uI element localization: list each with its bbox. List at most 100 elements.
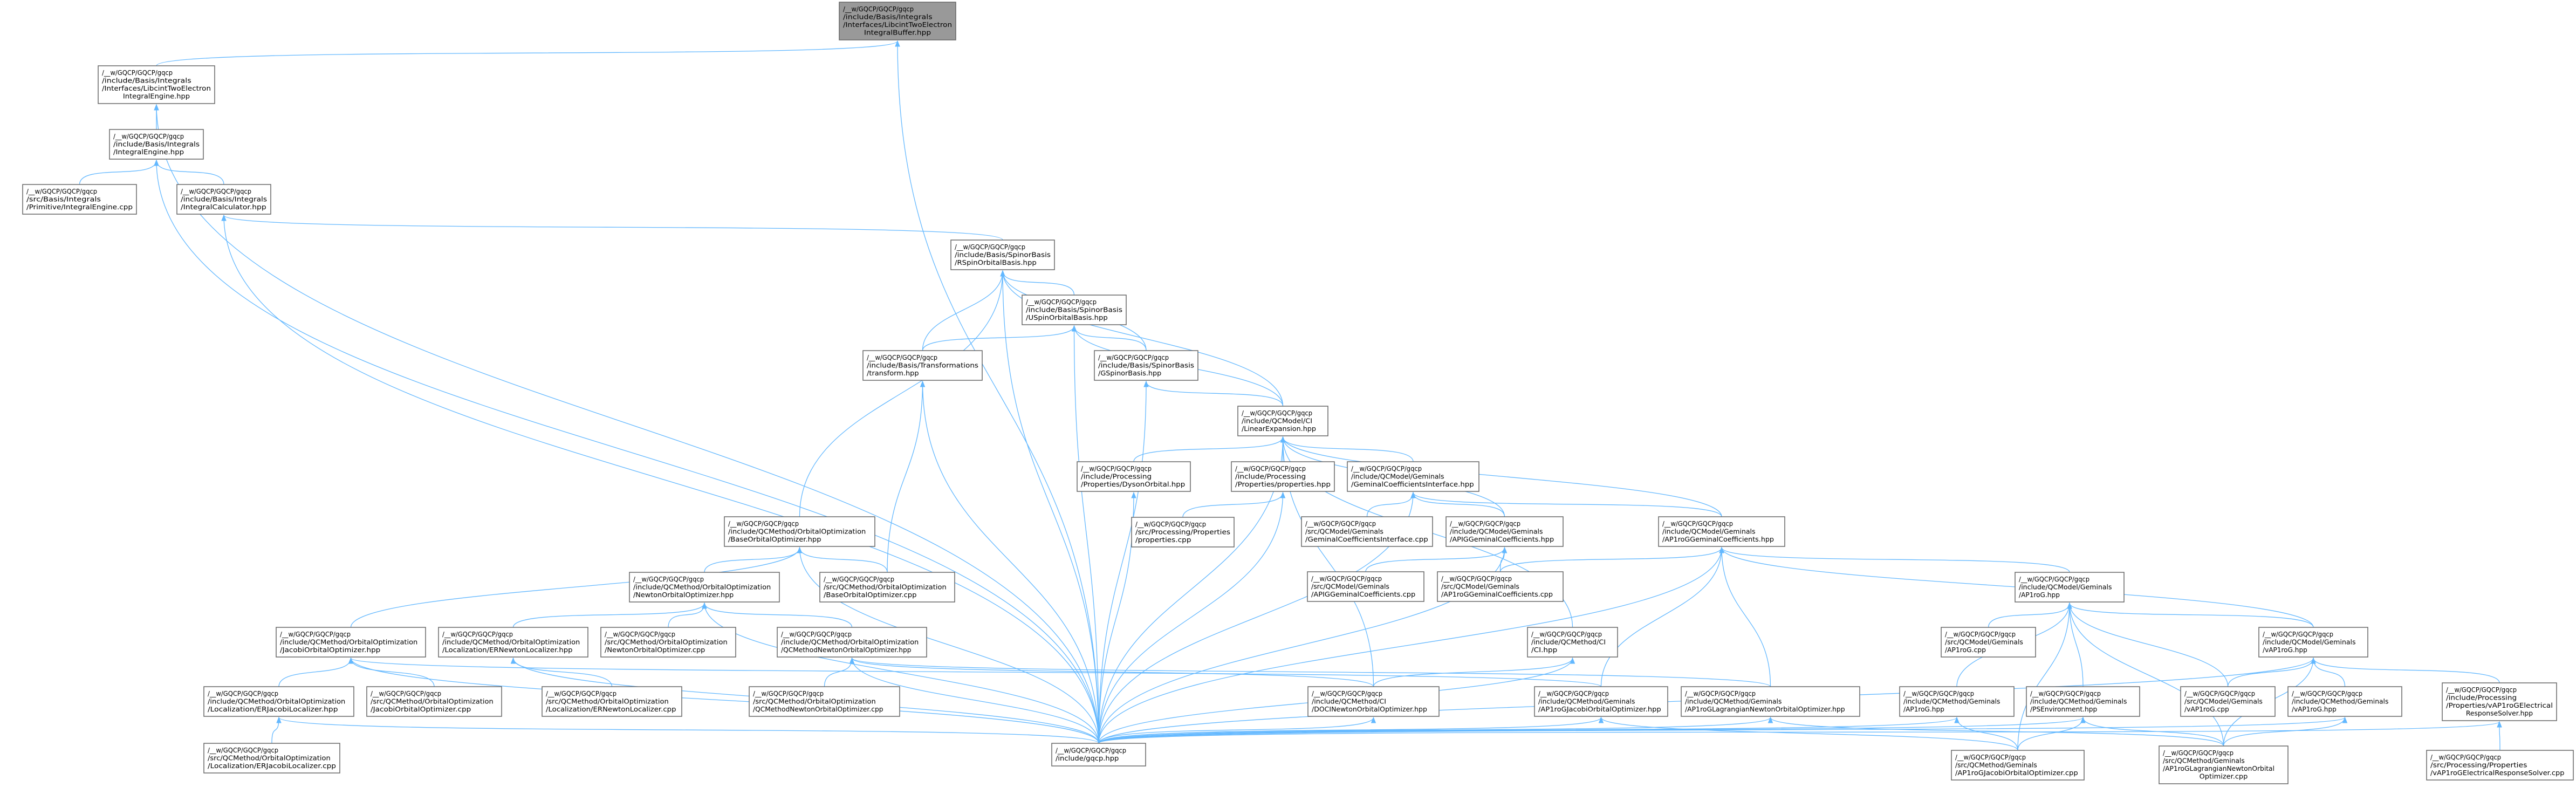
node-propsCpp[interactable]: /__w/GQCP/GQCP/gqcp/src/Processing/Prope…	[1131, 517, 1235, 548]
node-label-line: /include/Basis/Integrals	[843, 13, 933, 21]
node-vap1roGCpp[interactable]: /__w/GQCP/GQCP/gqcp/src/QCModel/Geminals…	[2180, 686, 2276, 717]
node-label-line: /__w/GQCP/GQCP/gqcp	[2263, 630, 2333, 638]
node-label-line: /__w/GQCP/GQCP/gqcp	[442, 630, 513, 638]
node-respCpp[interactable]: /__w/GQCP/GQCP/gqcp/src/Processing/Prope…	[2426, 750, 2574, 781]
node-label-line: /vAP1roG.hpp	[2263, 646, 2307, 654]
node-label-line: /src/QCModel/Geminals	[1945, 638, 2023, 646]
node-libEng[interactable]: /__w/GQCP/GQCP/gqcp/include/Basis/Integr…	[98, 65, 215, 104]
node-erJacobiHpp[interactable]: /__w/GQCP/GQCP/gqcp/include/QCMethod/Orb…	[203, 686, 354, 717]
node-jacobiCpp[interactable]: /__w/GQCP/GQCP/gqcp/src/QCMethod/Orbital…	[366, 686, 502, 717]
node-box	[2180, 686, 2276, 717]
node-ap1roGHpp[interactable]: /__w/GQCP/GQCP/gqcp/include/QCModel/Gemi…	[2015, 572, 2125, 603]
node-label-line: /AP1roGLagrangianNewtonOrbitalOptimizer.…	[1685, 705, 1845, 713]
node-label-line: /IntegralCalculator.hpp	[181, 203, 266, 211]
edge-newtonOOCpp-to-newtonOO	[668, 602, 707, 628]
edge-linexp-to-gspinor	[1143, 380, 1284, 407]
node-gemIface[interactable]: /__w/GQCP/GQCP/gqcp/include/QCModel/Gemi…	[1347, 461, 1479, 492]
edge-qcmVap1roG-to-vap1roGHpp	[2311, 657, 2346, 687]
node-rspin[interactable]: /__w/GQCP/GQCP/gqcp/include/Basis/Spinor…	[950, 239, 1055, 270]
edge-ap1roGJacCpp-to-qcmAp1roG	[1954, 716, 2018, 751]
node-ap1roGLagCpp[interactable]: /__w/GQCP/GQCP/gqcp/src/QCMethod/Geminal…	[2159, 745, 2289, 784]
node-label-line: /__w/GQCP/GQCP/gqcp	[728, 519, 799, 528]
edge-gqcp-to-linexp	[1098, 436, 1286, 744]
edge-gqcp-to-rspin	[1000, 270, 1099, 744]
edge-transform-to-uspin	[922, 325, 1077, 351]
node-box	[1527, 627, 1618, 658]
node-label-line: /vAP1roG.hpp	[2292, 705, 2337, 713]
edge-gqcp-to-props	[1098, 491, 1286, 744]
edge-respCpp-to-respSolver	[2497, 721, 2502, 751]
node-linexp[interactable]: /__w/GQCP/GQCP/gqcp/include/QCModel/CI/L…	[1237, 406, 1328, 436]
node-label-line: /__w/GQCP/GQCP/gqcp	[843, 5, 914, 13]
node-label-line: /__w/GQCP/GQCP/gqcp	[1531, 630, 1602, 638]
node-apigHpp[interactable]: /__w/GQCP/GQCP/gqcp/include/QCModel/Gemi…	[1445, 516, 1564, 547]
node-label-line: /BaseOrbitalOptimizer.hpp	[728, 535, 821, 543]
node-label-line: /__w/GQCP/GQCP/gqcp	[1235, 464, 1306, 473]
node-label-line: /include/Basis/Integrals	[113, 140, 200, 148]
edge-gemIfaceCpp-to-gemIface	[1366, 491, 1416, 517]
node-box	[629, 572, 780, 603]
node-label-line: /src/Processing/Properties	[2430, 761, 2527, 769]
edge-erJacobiHpp-to-jacobiOO	[278, 657, 354, 687]
node-box	[777, 627, 927, 658]
edge-linexp-to-rspin	[1000, 270, 1284, 407]
edge-gqcp-to-qcmVap1roG	[1098, 716, 2347, 744]
node-gemIfaceCpp[interactable]: /__w/GQCP/GQCP/gqcp/src/QCModel/Geminals…	[1301, 516, 1433, 547]
node-label-line: /LinearExpansion.hpp	[1242, 425, 1316, 433]
node-transform[interactable]: /__w/GQCP/GQCP/gqcp/include/Basis/Transf…	[862, 350, 983, 381]
node-box	[1437, 571, 1564, 602]
node-dyson[interactable]: /__w/GQCP/GQCP/gqcp/include/Processing/P…	[1077, 461, 1191, 492]
node-baseOOCpp[interactable]: /__w/GQCP/GQCP/gqcp/src/QCMethod/Orbital…	[819, 572, 955, 603]
node-box	[203, 743, 340, 774]
node-doci[interactable]: /__w/GQCP/GQCP/gqcp/include/QCMethod/CI/…	[1307, 686, 1440, 717]
node-vap1roGHpp[interactable]: /__w/GQCP/GQCP/gqcp/include/QCModel/Gemi…	[2258, 627, 2368, 658]
node-intEng[interactable]: /__w/GQCP/GQCP/gqcp/include/Basis/Integr…	[109, 129, 204, 160]
node-label-line: /__w/GQCP/GQCP/gqcp	[2446, 686, 2517, 694]
edge-gqcp-to-intEng	[154, 159, 1099, 744]
node-ap1roGLagHpp[interactable]: /__w/GQCP/GQCP/gqcp/include/QCMethod/Gem…	[1681, 686, 1860, 717]
node-label-line: /include/QCMethod/CI	[1531, 638, 1606, 646]
node-box	[1534, 686, 1668, 717]
node-ap1roGGCCpp[interactable]: /__w/GQCP/GQCP/gqcp/src/QCModel/Geminals…	[1437, 571, 1564, 602]
node-label-line: /__w/GQCP/GQCP/gqcp	[1305, 519, 1376, 528]
node-label-line: /include/Basis/Integrals	[181, 195, 267, 203]
node-erNewtonCpp[interactable]: /__w/GQCP/GQCP/gqcp/src/QCMethod/Orbital…	[542, 686, 682, 717]
edge-vap1roGCpp-to-vap1roGHpp	[2227, 657, 2316, 687]
node-ap1roGCpp[interactable]: /__w/GQCP/GQCP/gqcp/src/QCModel/Geminals…	[1941, 627, 2036, 658]
node-jacobiOO[interactable]: /__w/GQCP/GQCP/gqcp/include/QCMethod/Orb…	[276, 627, 426, 658]
node-ap1roGJacCpp[interactable]: /__w/GQCP/GQCP/gqcp/src/QCMethod/Geminal…	[1951, 750, 2085, 781]
node-erJacobiCpp[interactable]: /__w/GQCP/GQCP/gqcp/src/QCMethod/Orbital…	[203, 743, 340, 774]
node-apigCpp[interactable]: /__w/GQCP/GQCP/gqcp/src/QCModel/Geminals…	[1307, 571, 1424, 602]
node-gqcp[interactable]: /__w/GQCP/GQCP/gqcp/include/gqcp.hpp	[1051, 743, 1146, 767]
node-respSolver[interactable]: /__w/GQCP/GQCP/gqcp/include/Processing/P…	[2442, 682, 2557, 721]
node-qcmAp1roG[interactable]: /__w/GQCP/GQCP/gqcp/include/QCMethod/Gem…	[1899, 686, 2015, 717]
node-props[interactable]: /__w/GQCP/GQCP/gqcp/include/Processing/P…	[1231, 461, 1335, 492]
edge-respSolver-to-vap1roGHpp	[2311, 657, 2500, 683]
node-ciHpp[interactable]: /__w/GQCP/GQCP/gqcp/include/QCMethod/CI/…	[1527, 627, 1618, 658]
node-newtonOOCpp[interactable]: /__w/GQCP/GQCP/gqcp/src/QCMethod/Orbital…	[600, 627, 736, 658]
node-qcmNewton[interactable]: /__w/GQCP/GQCP/gqcp/include/QCMethod/Orb…	[777, 627, 927, 658]
node-label-line: /__w/GQCP/GQCP/gqcp	[181, 187, 251, 195]
node-intCalc[interactable]: /__w/GQCP/GQCP/gqcp/include/Basis/Integr…	[176, 184, 271, 215]
node-label-line: /include/Basis/SpinorBasis	[955, 250, 1051, 258]
node-gspinor[interactable]: /__w/GQCP/GQCP/gqcp/include/Basis/Spinor…	[1094, 350, 1198, 381]
node-qcmNewtonCpp[interactable]: /__w/GQCP/GQCP/gqcp/src/QCMethod/Orbital…	[749, 686, 900, 717]
node-label-line: /include/QCMethod/OrbitalOptimization	[728, 527, 866, 535]
node-psEnv[interactable]: /__w/GQCP/GQCP/gqcp/include/QCMethod/Gem…	[2026, 686, 2140, 717]
node-label-line: /transform.hpp	[867, 369, 919, 377]
node-label-line: /__w/GQCP/GQCP/gqcp	[1662, 519, 1733, 528]
edge-ap1roGJacHpp-to-ap1roGGC	[1600, 546, 1724, 687]
node-label-line: /include/QCMethod/OrbitalOptimization	[633, 583, 771, 591]
node-label-line: /__w/GQCP/GQCP/gqcp	[1945, 630, 2016, 638]
node-label-line: /Properties/properties.hpp	[1235, 480, 1331, 488]
node-primCpp[interactable]: /__w/GQCP/GQCP/gqcp/src/Basis/Integrals/…	[22, 184, 137, 215]
node-erNewtonHpp[interactable]: /__w/GQCP/GQCP/gqcp/include/QCMethod/Orb…	[438, 627, 588, 658]
node-baseOO[interactable]: /__w/GQCP/GQCP/gqcp/include/QCMethod/Orb…	[724, 516, 875, 547]
node-newtonOO[interactable]: /__w/GQCP/GQCP/gqcp/include/QCMethod/Orb…	[629, 572, 780, 603]
node-qcmVap1roG[interactable]: /__w/GQCP/GQCP/gqcp/include/QCMethod/Gem…	[2287, 686, 2402, 717]
node-ap1roGJacHpp[interactable]: /__w/GQCP/GQCP/gqcp/include/QCMethod/Gem…	[1534, 686, 1668, 717]
node-uspin[interactable]: /__w/GQCP/GQCP/gqcp/include/Basis/Spinor…	[1022, 295, 1127, 325]
node-label-line: /Localization/ERJacobiLocalizer.hpp	[208, 705, 338, 713]
node-label-line: /QCMethodNewtonOrbitalOptimizer.hpp	[781, 646, 912, 654]
node-ap1roGGC[interactable]: /__w/GQCP/GQCP/gqcp/include/QCModel/Gemi…	[1658, 516, 1785, 547]
